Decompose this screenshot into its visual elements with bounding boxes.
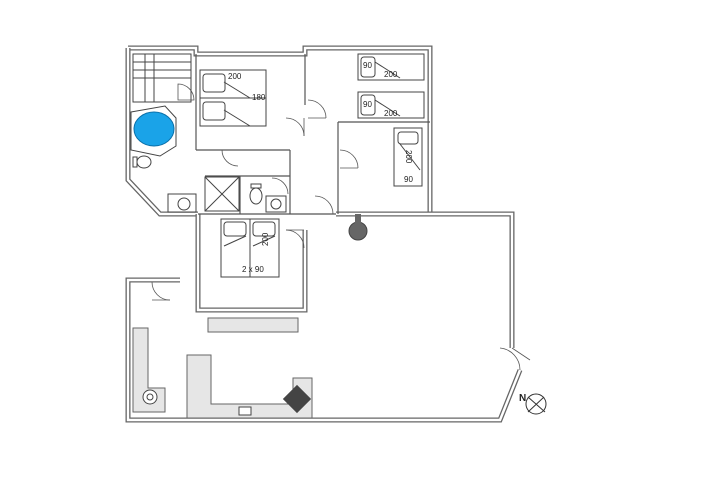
kitchen-sink-icon	[238, 406, 252, 416]
doors	[151, 83, 531, 371]
bunk-bottom-length: 200	[384, 109, 398, 118]
fireplace-icon	[348, 214, 368, 241]
bench	[207, 317, 299, 333]
toilet-icon	[132, 155, 152, 169]
double-bed: 200 180	[199, 69, 267, 127]
single-bed: 200 90	[393, 127, 423, 187]
single-bed-length: 200	[404, 150, 413, 164]
bunk-top-length: 200	[384, 70, 398, 79]
sink-icon-2	[265, 195, 287, 213]
twin-beds-length: 200	[261, 232, 270, 246]
bunk-bed-bottom: 90 200	[357, 91, 425, 119]
twin-beds-width: 2 x 90	[242, 265, 264, 274]
compass: N	[519, 393, 547, 415]
bunk-bottom-width: 90	[363, 100, 372, 109]
kitchen	[132, 327, 313, 419]
spa-tub	[130, 105, 177, 157]
bunk-top-width: 90	[363, 61, 372, 70]
toilet-icon-2	[249, 183, 263, 205]
living-east-wall	[470, 369, 523, 423]
bunk-bed-top: 90 200	[357, 53, 425, 81]
shower	[204, 176, 240, 212]
stove-icon	[282, 384, 312, 414]
single-bed-width: 90	[404, 175, 413, 184]
spa-water	[133, 111, 175, 147]
compass-north-label: N	[519, 393, 526, 404]
walls	[125, 45, 523, 423]
master-bed-length: 200	[228, 72, 242, 81]
sauna-bench	[132, 53, 192, 103]
sink-icon	[167, 193, 197, 213]
twin-beds: 200 2 x 90	[220, 218, 280, 278]
master-bed-width: 180	[252, 93, 266, 102]
